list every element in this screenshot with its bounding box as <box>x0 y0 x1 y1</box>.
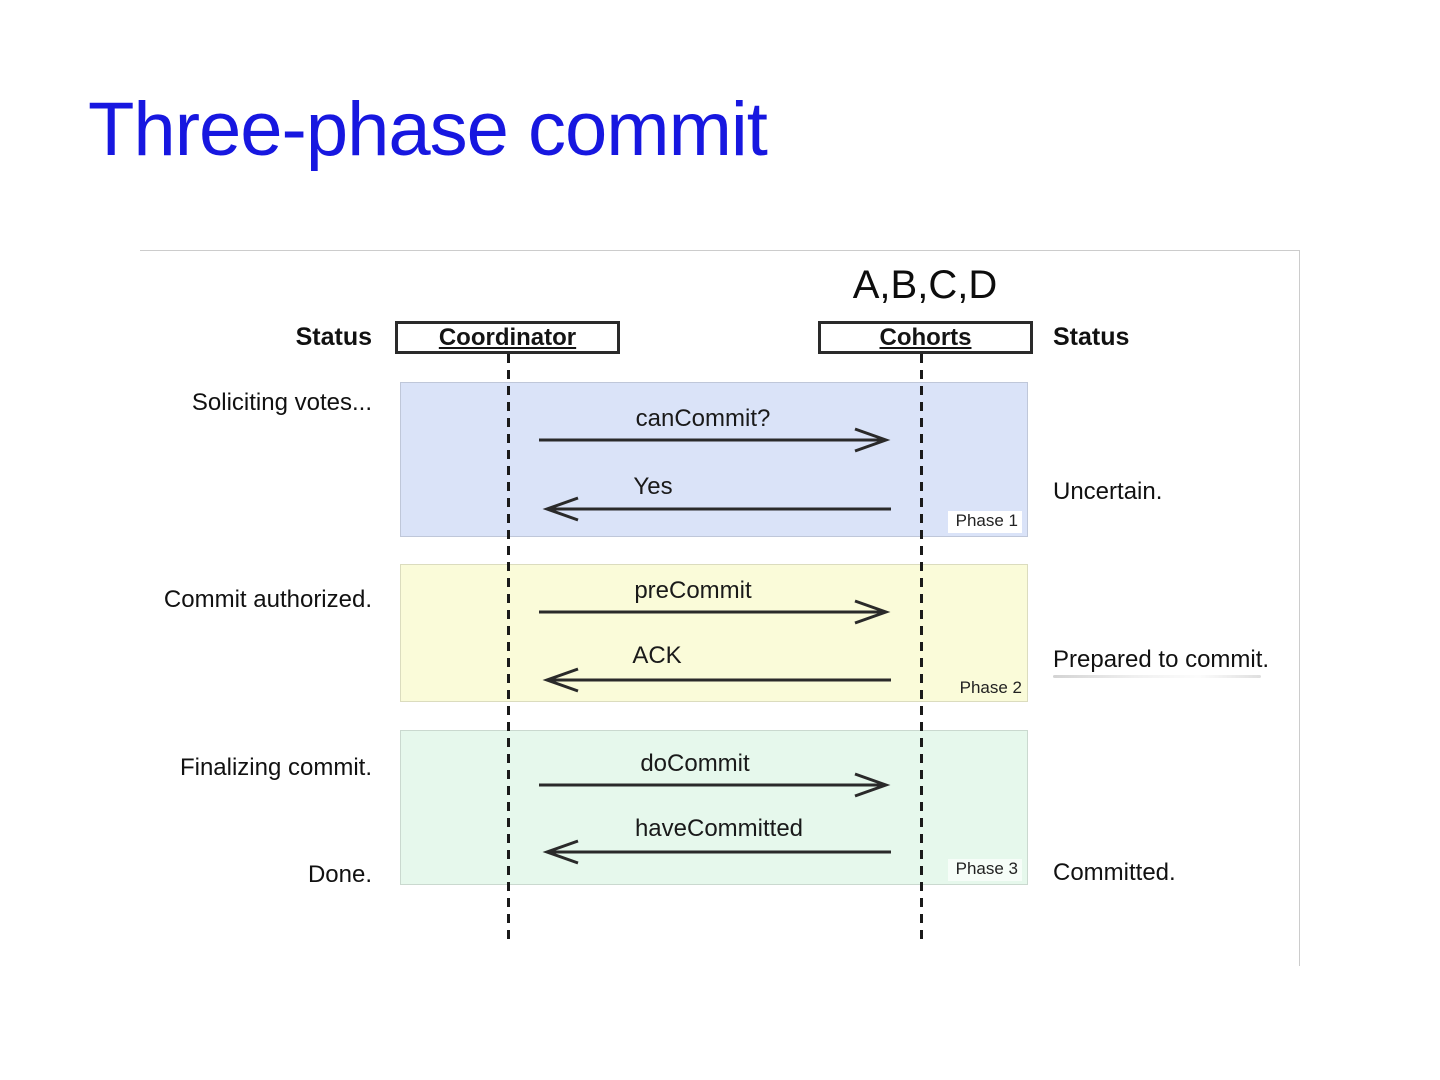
erased-text-artifact <box>1053 675 1261 678</box>
status-finalizing-commit: Finalizing commit. <box>179 754 372 781</box>
phase1-band: canCommit? Yes Phase 1 <box>400 382 1028 537</box>
phase3-tag: Phase 3 <box>947 859 1022 881</box>
message-label-precommit: preCommit <box>634 577 752 604</box>
message-label-ack: ACK <box>632 642 682 669</box>
message-label-cancommit: canCommit? <box>635 405 771 432</box>
cohorts-lifeline <box>920 354 923 946</box>
arrow-left-icon <box>542 496 891 522</box>
arrow-left-icon <box>542 667 891 693</box>
cohorts-group-label: A,B,C,D <box>852 263 998 307</box>
message-label-havecommitted: haveCommitted <box>634 815 804 842</box>
cohorts-label: Cohorts <box>879 323 972 351</box>
status-committed: Committed. <box>1053 859 1176 886</box>
phase3-band: doCommit haveCommitted Phase 3 <box>400 730 1028 885</box>
arrow-right-icon <box>539 772 891 798</box>
coordinator-actor-box: Coordinator <box>395 321 620 354</box>
phase1-tag: Phase 1 <box>947 511 1022 533</box>
three-phase-commit-diagram: A,B,C,D Status Coordinator Cohorts Statu… <box>140 250 1300 966</box>
status-done: Done. <box>307 861 372 888</box>
slide-title: Three-phase commit <box>88 87 768 172</box>
phase2-tag: Phase 2 <box>959 678 1022 697</box>
status-commit-authorized: Commit authorized. <box>163 586 372 613</box>
status-uncertain: Uncertain. <box>1053 478 1163 505</box>
arrow-left-icon <box>542 839 891 865</box>
cohorts-actor-box: Cohorts <box>818 321 1033 354</box>
status-prepared-to-commit: Prepared to commit. <box>1053 646 1270 673</box>
arrow-right-icon <box>539 427 891 453</box>
coordinator-label: Coordinator <box>438 323 577 351</box>
message-label-docommit: doCommit <box>640 750 750 777</box>
arrow-right-icon <box>539 599 891 625</box>
status-header-right: Status <box>1053 323 1130 351</box>
status-soliciting-votes: Soliciting votes... <box>191 389 372 416</box>
status-header-left: Status <box>295 323 372 351</box>
coordinator-lifeline <box>507 354 510 946</box>
phase2-band: preCommit ACK Phase 2 <box>400 564 1028 702</box>
message-label-yes: Yes <box>633 473 673 500</box>
